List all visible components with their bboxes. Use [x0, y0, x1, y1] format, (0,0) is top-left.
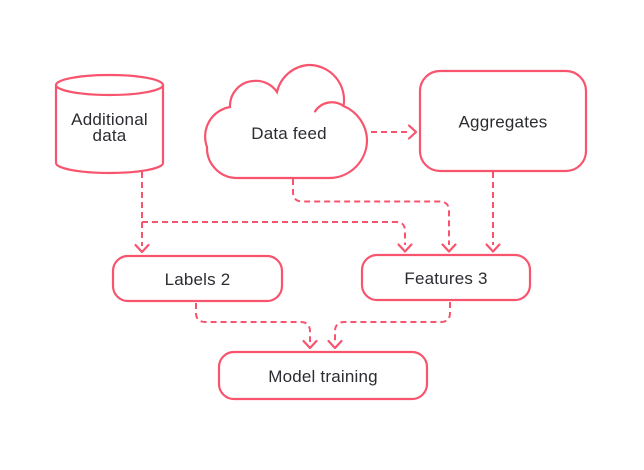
aggregates-label: Aggregates — [459, 113, 548, 132]
node-aggregates: Aggregates — [418, 69, 588, 173]
arrowhead-aggregates-to-features — [485, 243, 501, 253]
cloud-shape — [204, 63, 369, 180]
arrowhead-additional-data-to-labels — [134, 243, 150, 254]
labels-box — [111, 254, 284, 303]
node-model-training: Model training — [217, 350, 429, 401]
node-labels: Labels 2 — [111, 254, 284, 303]
edge-features-to-model-training — [334, 302, 451, 342]
data-feed-label: Data feed — [251, 124, 327, 143]
node-additional-data: Additional data — [54, 73, 165, 175]
aggregates-box — [418, 69, 588, 173]
model-training-label: Model training — [268, 367, 378, 386]
arrowhead-additional-data-to-features — [397, 243, 413, 253]
edge-data-feed-to-features — [292, 179, 450, 245]
node-features: Features 3 — [360, 253, 532, 302]
additional-data-label-line1: Additional — [71, 110, 148, 129]
cloud-overlap-arc — [313, 101, 345, 113]
model-training-box — [217, 350, 429, 401]
labels-label: Labels 2 — [165, 270, 231, 289]
arrowhead-data-feed-to-aggregates — [407, 124, 418, 140]
arrowhead-labels-to-model-training — [302, 339, 318, 350]
features-label: Features 3 — [404, 269, 487, 288]
arrowhead-data-feed-to-features — [441, 243, 457, 253]
edge-additional-data-to-features — [142, 221, 406, 245]
arrowhead-features-to-model-training — [327, 339, 343, 350]
additional-data-label-line2: data — [93, 126, 127, 145]
node-data-feed: Data feed — [204, 63, 369, 180]
cylinder-body — [54, 85, 165, 175]
edge-labels-to-model-training — [195, 303, 311, 342]
features-box — [360, 253, 532, 302]
cylinder-top-ellipse — [54, 73, 165, 97]
